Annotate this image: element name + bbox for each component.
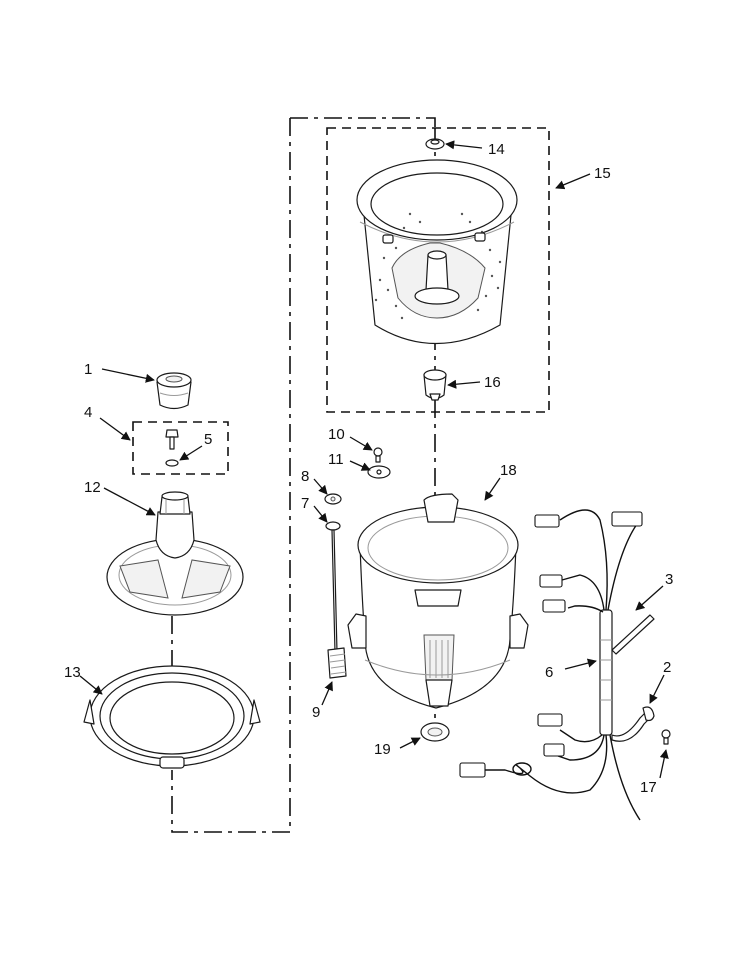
part-7-ball xyxy=(325,521,341,531)
callout-7: 7 xyxy=(301,495,309,512)
callout-9: 9 xyxy=(312,704,320,721)
leader-lines xyxy=(79,140,669,779)
callout-16: 16 xyxy=(484,374,501,391)
callout-12: 12 xyxy=(84,479,101,496)
part-16-hub xyxy=(423,369,447,401)
callout-5: 5 xyxy=(204,431,212,448)
basket-assembly-group-box xyxy=(326,127,550,413)
callout-labels: 1 4 5 12 13 10 11 8 7 9 14 15 16 18 19 6… xyxy=(64,141,673,796)
callout-6: 6 xyxy=(545,664,553,681)
callout-17: 17 xyxy=(640,779,657,796)
part-14-nut xyxy=(425,138,445,150)
part-10-bolt xyxy=(373,447,383,463)
part-2-clamp xyxy=(611,706,655,742)
callout-8: 8 xyxy=(301,468,309,485)
part-19-seal xyxy=(420,722,450,742)
callout-4: 4 xyxy=(84,404,92,421)
part-17-screw xyxy=(661,729,671,745)
part-15-basket xyxy=(356,159,518,345)
part-11-bracket xyxy=(367,465,391,479)
part-8-cup xyxy=(324,493,342,505)
part-5-bolt-washer xyxy=(165,429,179,467)
part-9-suspension-rod xyxy=(327,529,347,679)
callout-18: 18 xyxy=(500,462,517,479)
callout-19: 19 xyxy=(374,741,391,758)
part-3-tube xyxy=(611,614,655,655)
callout-14: 14 xyxy=(488,141,505,158)
callout-3: 3 xyxy=(665,571,673,588)
part-6-wire-harness xyxy=(459,509,643,821)
callout-1: 1 xyxy=(84,361,92,378)
callout-2: 2 xyxy=(663,659,671,676)
callout-13: 13 xyxy=(64,664,81,681)
part-18-outer-tub xyxy=(347,493,529,709)
callout-10: 10 xyxy=(328,426,345,443)
part-12-impeller xyxy=(106,491,244,616)
part-1-agitator-cap xyxy=(156,372,192,410)
hardware-kit-group-box xyxy=(132,421,229,475)
callout-11: 11 xyxy=(328,451,344,468)
part-13-balance-ring xyxy=(83,665,261,769)
callout-15: 15 xyxy=(594,165,611,182)
